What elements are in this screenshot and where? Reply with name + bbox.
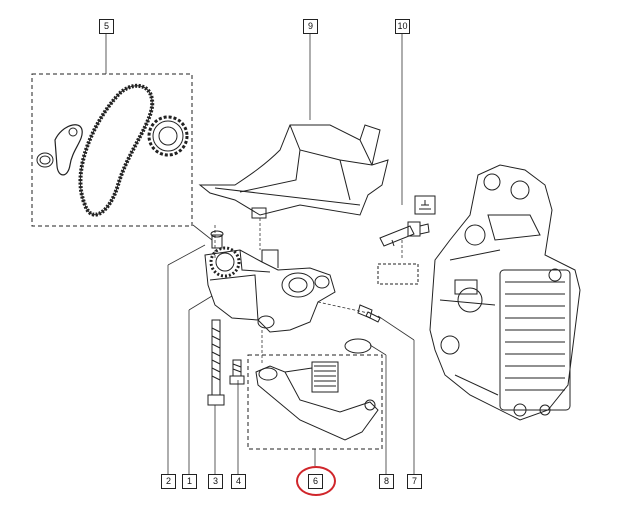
leader-lines bbox=[105, 33, 415, 475]
callout-4[interactable]: 4 bbox=[231, 474, 246, 489]
oil-pump-illustration bbox=[204, 230, 336, 333]
oil-pickup-illustration bbox=[255, 361, 379, 441]
callout-7[interactable]: 7 bbox=[407, 474, 422, 489]
bolt-7-illustration bbox=[357, 304, 381, 323]
o-ring-illustration bbox=[344, 338, 372, 354]
callout-2[interactable]: 2 bbox=[161, 474, 176, 489]
callout-1[interactable]: 1 bbox=[182, 474, 197, 489]
oil-baffle-illustration bbox=[198, 124, 389, 219]
callout-9[interactable]: 9 bbox=[303, 19, 318, 34]
callout-8[interactable]: 8 bbox=[379, 474, 394, 489]
group-box-5 bbox=[31, 73, 193, 227]
callout-3[interactable]: 3 bbox=[208, 474, 223, 489]
oil-sensor-illustration bbox=[377, 195, 436, 285]
timing-chain-illustration bbox=[36, 83, 189, 217]
highlight-ring bbox=[296, 466, 336, 496]
engine-block-illustration bbox=[429, 164, 581, 421]
long-bolt-illustration bbox=[207, 319, 225, 406]
group-box-6 bbox=[247, 354, 383, 450]
short-bolt-illustration bbox=[229, 359, 245, 385]
callout-10[interactable]: 10 bbox=[395, 19, 410, 34]
callout-5[interactable]: 5 bbox=[99, 19, 114, 34]
